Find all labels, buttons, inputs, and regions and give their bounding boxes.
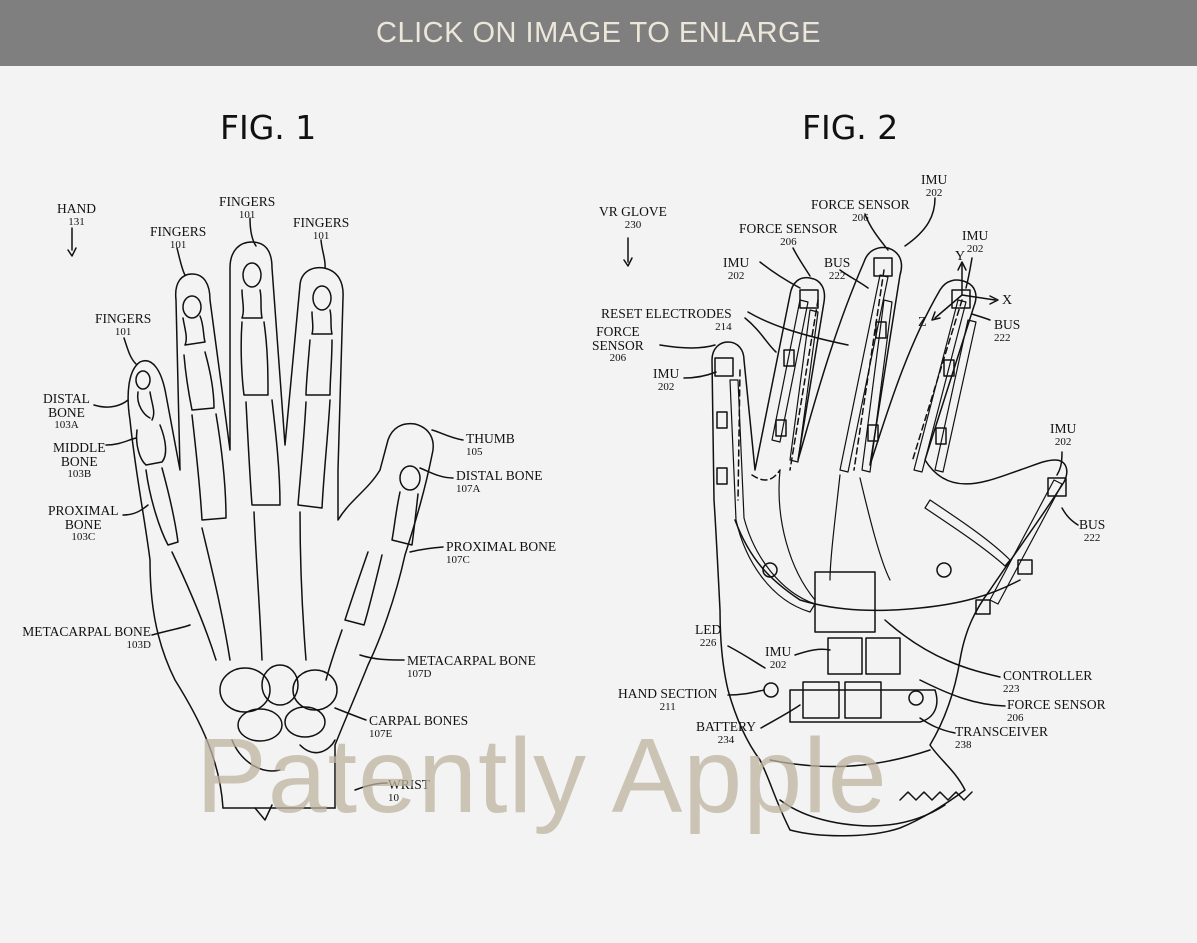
imu-palm-chip-b	[865, 637, 901, 675]
axis-triad	[931, 261, 999, 321]
imu-pinky	[714, 357, 734, 377]
side-sensors	[716, 321, 1033, 615]
led-c	[908, 690, 924, 706]
cuff-zigzag	[899, 791, 973, 801]
imu-thumb	[1047, 477, 1067, 497]
watermark: Patently Apple	[196, 717, 888, 835]
metacarpal-bones	[171, 511, 343, 681]
imu-index	[951, 289, 971, 309]
finger-bones-pinky	[135, 370, 179, 546]
finger-bones-middle	[240, 262, 281, 506]
carpal-bones	[219, 664, 338, 772]
led-b	[763, 682, 779, 698]
finger-bones-ring	[182, 295, 227, 521]
led-d	[936, 562, 952, 578]
imu-palm-chip-a	[827, 637, 863, 675]
fig2-leaders	[623, 197, 1079, 734]
fig1-leaders	[67, 217, 464, 791]
label-axis-z: Z	[918, 315, 927, 330]
hand-section-plate	[789, 689, 938, 723]
battery-chip-a	[802, 681, 840, 719]
fig1-hand-drawing	[67, 217, 464, 821]
controller-chip	[814, 571, 876, 633]
finger-bones-index	[297, 285, 333, 509]
imu-middle	[873, 257, 893, 277]
label-axis-y: Y	[955, 249, 966, 264]
finger-bones-thumb	[344, 465, 421, 626]
fig2-title: FIG. 2	[802, 108, 899, 147]
battery-chip-b	[844, 681, 882, 719]
imu-ring	[799, 289, 819, 309]
led-a	[762, 562, 778, 578]
fig1-title: FIG. 1	[220, 108, 317, 147]
enlarge-banner[interactable]: CLICK ON IMAGE TO ENLARGE	[0, 0, 1197, 66]
enlarge-banner-text: CLICK ON IMAGE TO ENLARGE	[376, 16, 821, 49]
glove-outline	[711, 246, 1068, 837]
fig2-glove-drawing	[623, 197, 1079, 837]
label-axis-x: X	[1002, 293, 1013, 308]
